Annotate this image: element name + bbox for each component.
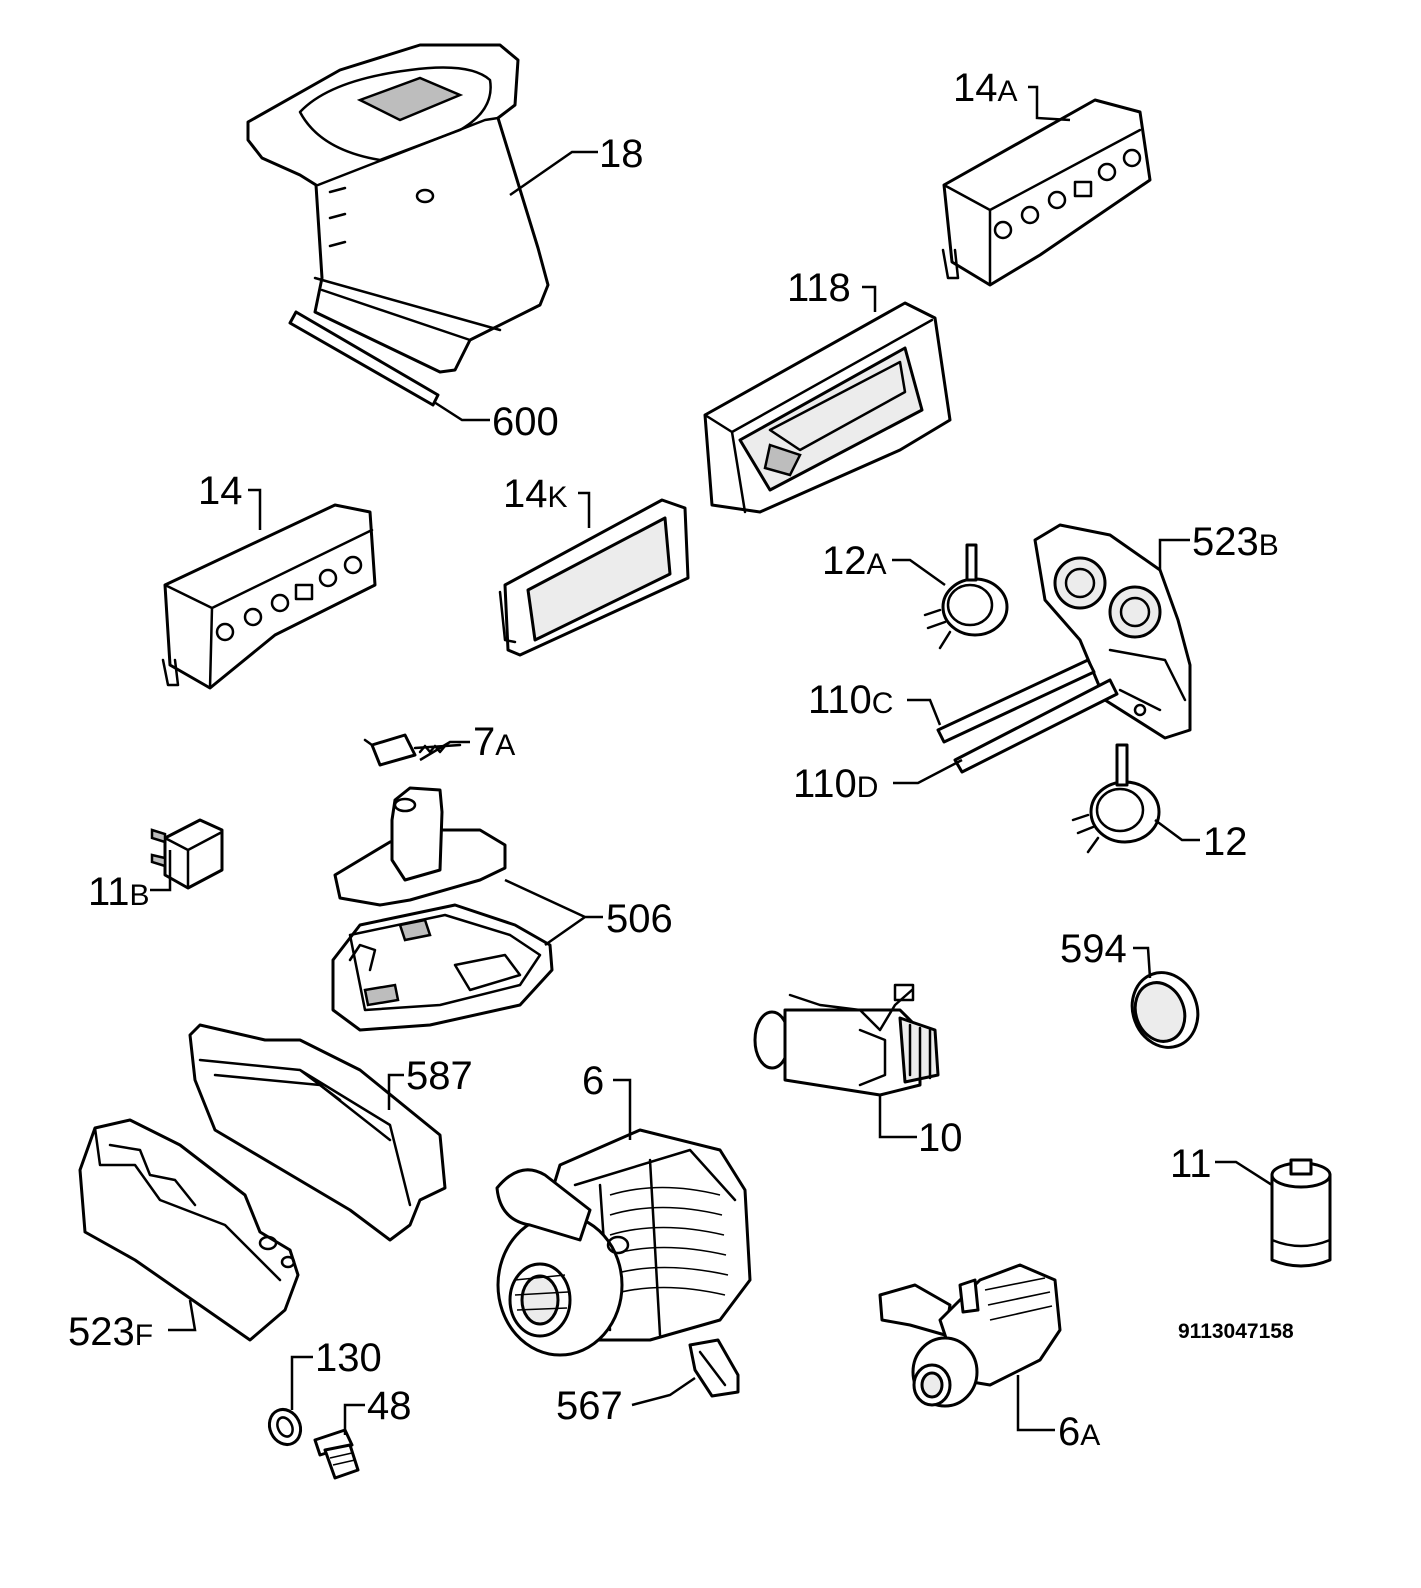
part-523B-bracket — [1033, 523, 1192, 740]
callout-12A: 12A — [822, 539, 887, 583]
callout-523F: 523F — [68, 1310, 154, 1354]
part-14K-display-panel — [498, 498, 690, 657]
part-587-cover — [188, 1023, 447, 1242]
callout-11: 11 — [1170, 1142, 1212, 1186]
callout-12: 12 — [1203, 820, 1248, 864]
callout-130: 130 — [315, 1336, 382, 1380]
callout-110D: 110D — [793, 762, 879, 806]
part-48-screw — [313, 1428, 360, 1480]
callout-6A: 6A — [1058, 1410, 1101, 1454]
part-10-heater — [753, 983, 940, 1097]
callout-10: 10 — [918, 1116, 963, 1160]
part-110C-hose — [936, 658, 1096, 744]
callout-14A: 14A — [953, 66, 1018, 110]
part-12-pressure-switch — [1071, 743, 1161, 854]
part-567-clip — [688, 1338, 740, 1398]
part-14-electronic-module — [161, 503, 377, 690]
part-11B-relay — [150, 818, 224, 890]
part-506-housing — [331, 786, 554, 1032]
part-118-dispenser — [703, 301, 952, 514]
part-6-circulation-pump — [495, 1128, 752, 1357]
part-594-plug — [1130, 971, 1200, 1049]
leader-lines — [150, 85, 1273, 1435]
callout-600: 600 — [492, 400, 559, 444]
callout-587: 587 — [406, 1054, 473, 1098]
callout-594: 594 — [1060, 927, 1127, 971]
part-6A-drain-pump — [878, 1263, 1062, 1408]
drawing-code: 9113047158 — [1178, 1320, 1294, 1343]
callout-48: 48 — [367, 1384, 412, 1428]
callout-11B: 11B — [88, 870, 150, 914]
part-110D-hose — [953, 678, 1119, 774]
callout-14: 14 — [198, 469, 243, 513]
part-7A-switch — [363, 733, 462, 767]
part-14A-electronic-module — [941, 98, 1152, 287]
callout-6: 6 — [582, 1059, 605, 1103]
part-600-strip — [288, 310, 440, 407]
callout-110C: 110C — [808, 678, 894, 722]
part-523F-bracket — [78, 1118, 300, 1342]
callout-14K: 14K — [503, 472, 568, 516]
callout-523B: 523B — [1192, 520, 1279, 564]
callout-506: 506 — [606, 897, 673, 941]
callout-118: 118 — [787, 266, 851, 310]
part-18-air-duct — [246, 43, 550, 374]
callout-7A: 7A — [473, 720, 516, 764]
part-12A-pressure-switch — [923, 543, 1009, 650]
callout-567: 567 — [556, 1384, 623, 1428]
part-11-capacitor — [1270, 1158, 1332, 1268]
part-130-ring — [267, 1407, 303, 1447]
callout-18: 18 — [599, 132, 644, 176]
